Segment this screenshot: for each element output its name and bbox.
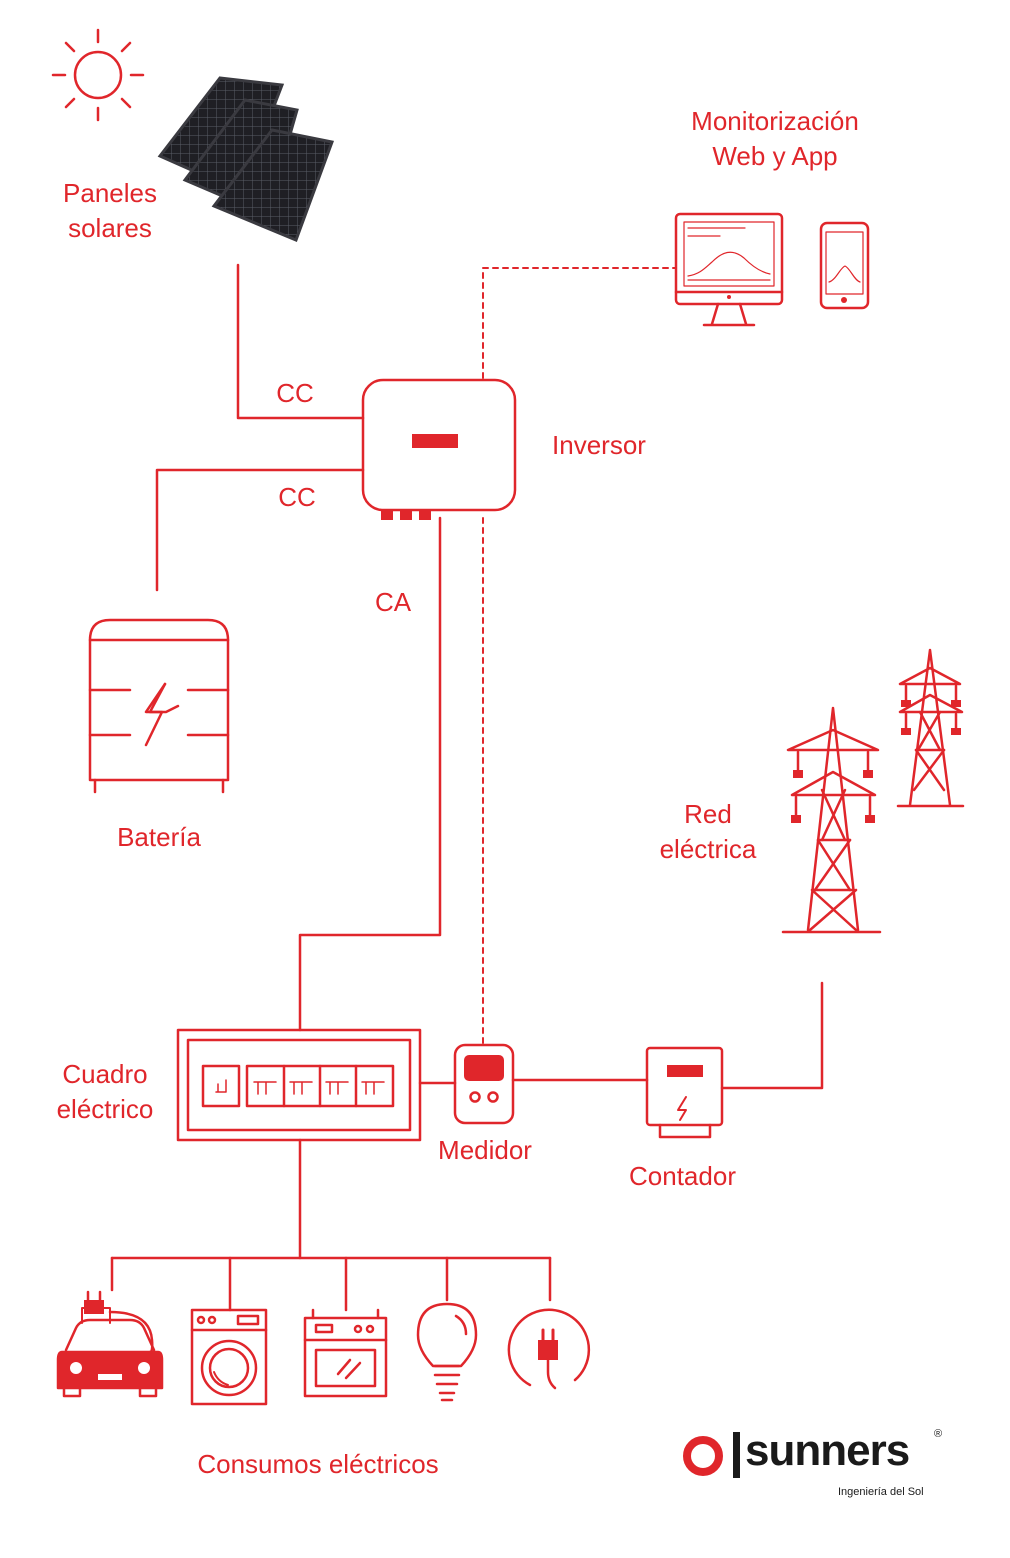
battery-icon: [88, 618, 230, 794]
label-ac: CA: [374, 587, 412, 617]
data-link-lines: [482, 267, 676, 1046]
label-meter: Medidor: [438, 1135, 532, 1165]
label-dc-bottom: CC: [278, 482, 316, 512]
monitor-icon: [674, 212, 784, 327]
label-counter: Contador: [629, 1161, 736, 1191]
sunners-logo-icon: [683, 1432, 740, 1478]
label-battery: Batería: [117, 822, 201, 852]
label-inverter: Inversor: [552, 430, 646, 460]
power-tower-icon: [781, 648, 965, 934]
light-bulb-icon: [416, 1302, 478, 1402]
brand-name: sunners: [745, 1426, 910, 1475]
breaker-panel-icon: [176, 1028, 422, 1142]
washing-machine-icon: [190, 1308, 268, 1406]
plug-icon: [507, 1308, 591, 1390]
label-consumption: Consumos eléctricos: [197, 1449, 439, 1479]
brand-registered-mark: ®: [934, 1428, 943, 1440]
brand-tagline: Ingeniería del Sol: [838, 1486, 924, 1498]
electric-car-icon: [56, 1290, 164, 1398]
solar-panel-icon: [157, 76, 335, 242]
label-dc-top: CC: [276, 378, 314, 408]
connection-lines: [110, 263, 824, 1312]
meter-icon: [453, 1043, 515, 1125]
oven-icon: [303, 1308, 388, 1398]
counter-icon: [645, 1046, 724, 1139]
sun-icon: [51, 28, 145, 122]
inverter-icon: [361, 378, 517, 520]
phone-icon: [819, 221, 870, 310]
